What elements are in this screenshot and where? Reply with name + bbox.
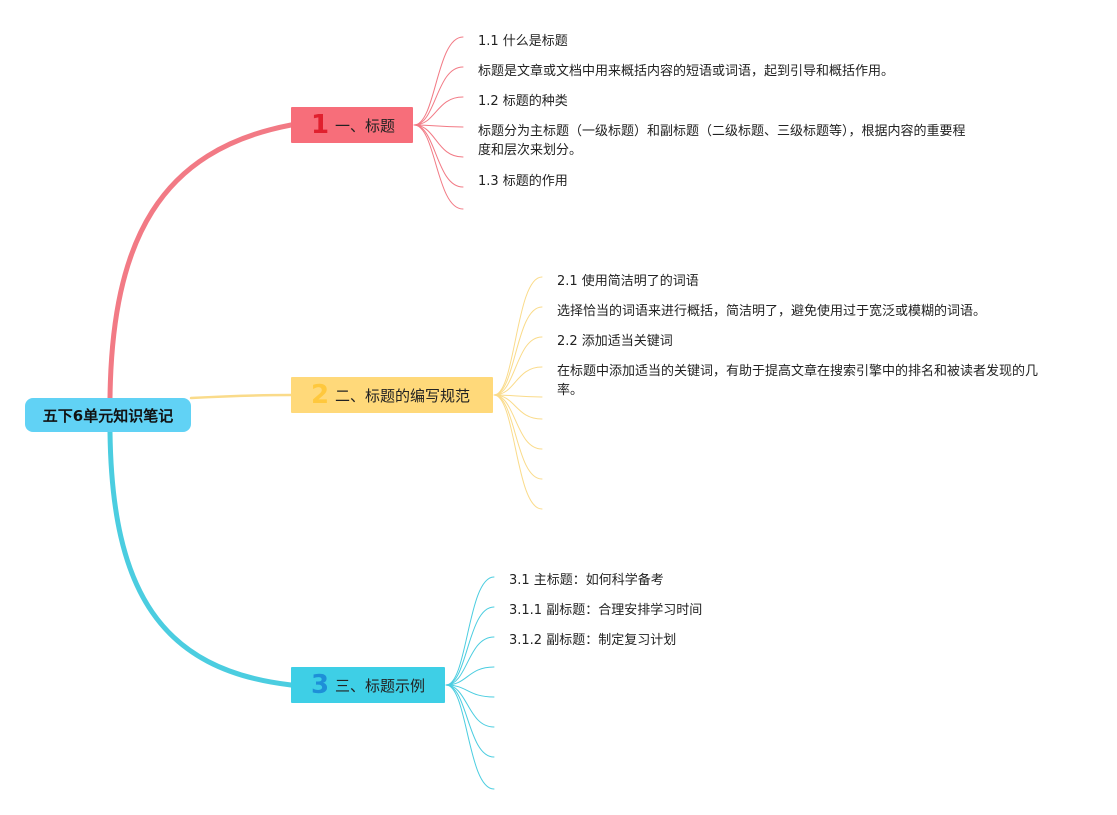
topic-label: 三、标题示例 [335,676,426,695]
leaf-node[interactable]: 2.1 使用简洁明了的词语 [557,274,699,289]
leaf-node[interactable]: 1.2 标题的种类 [478,94,568,109]
leaf-line-2-3 [493,366,543,396]
leaf-line-2-2 [493,336,543,396]
number-1-icon: 1 [310,110,330,140]
leaf-node[interactable]: 标题是文章或文档中用来概括内容的短语或词语，起到引导和概括作用。 [478,64,895,79]
leaf-line-3-3 [445,666,495,686]
leaf-line-1-4 [413,124,464,158]
leaf-branch-lines [413,36,543,790]
leaf-node[interactable]: 3.1.1 副标题：合理安排学习时间 [509,603,703,618]
leaf-line-2-0 [493,276,543,396]
leaf-line-2-1 [493,306,543,396]
leaf-line-1-1 [413,66,464,126]
topic-label: 二、标题的编写规范 [335,386,471,405]
topic-node-1[interactable]: 1 一、标题 [291,107,413,143]
topic-label: 一、标题 [335,116,396,135]
main-branch-lines [107,122,294,688]
leaf-node[interactable]: 2.2 添加适当关键词 [557,334,673,349]
leaf-line-3-5 [445,684,495,728]
leaf-node[interactable]: 3.1.2 副标题：制定复习计划 [509,633,677,648]
leaf-line-3-0 [445,576,495,686]
leaf-line-2-5 [493,394,543,420]
leaf-line-2-7 [493,394,543,480]
leaf-node[interactable]: 在标题中添加适当的关键词，有助于提高文章在搜索引擎中的排名和被读者发现的几率。 [557,364,1039,398]
leaf-node[interactable]: 1.3 标题的作用 [478,174,568,189]
leaf-node[interactable]: 选择恰当的词语来进行概括，简洁明了，避免使用过于宽泛或模糊的词语。 [557,304,987,319]
leaf-line-3-2 [445,636,495,686]
root-label: 五下6单元知识笔记 [42,406,174,425]
leaf-line-3-6 [445,684,495,758]
number-3-icon: 3 [310,670,330,700]
main-branch-line-3 [107,429,294,688]
main-branch-line-1 [107,122,294,401]
topic-node-3[interactable]: 3 三、标题示例 [291,667,445,703]
leaf-node[interactable]: 1.1 什么是标题 [478,34,568,49]
leaf-line-3-7 [445,684,495,790]
leaf-line-1-6 [413,124,464,210]
topic-node-2[interactable]: 2 二、标题的编写规范 [291,377,493,413]
leaf-line-1-2 [413,96,464,126]
leaf-line-1-0 [413,36,464,126]
number-2-icon: 2 [310,380,330,410]
main-branch-line-2 [189,393,293,400]
leaf-line-2-6 [493,394,543,450]
leaf-line-1-3 [413,124,464,128]
leaf-node[interactable]: 3.1 主标题：如何科学备考 [509,573,664,588]
leaf-line-2-8 [493,394,543,510]
leaf-line-3-1 [445,606,495,686]
root-node[interactable]: 五下6单元知识笔记 [25,398,191,432]
leaf-node[interactable]: 标题分为主标题（一级标题）和副标题（二级标题、三级标题等），根据内容的重要程度和… [478,124,966,158]
